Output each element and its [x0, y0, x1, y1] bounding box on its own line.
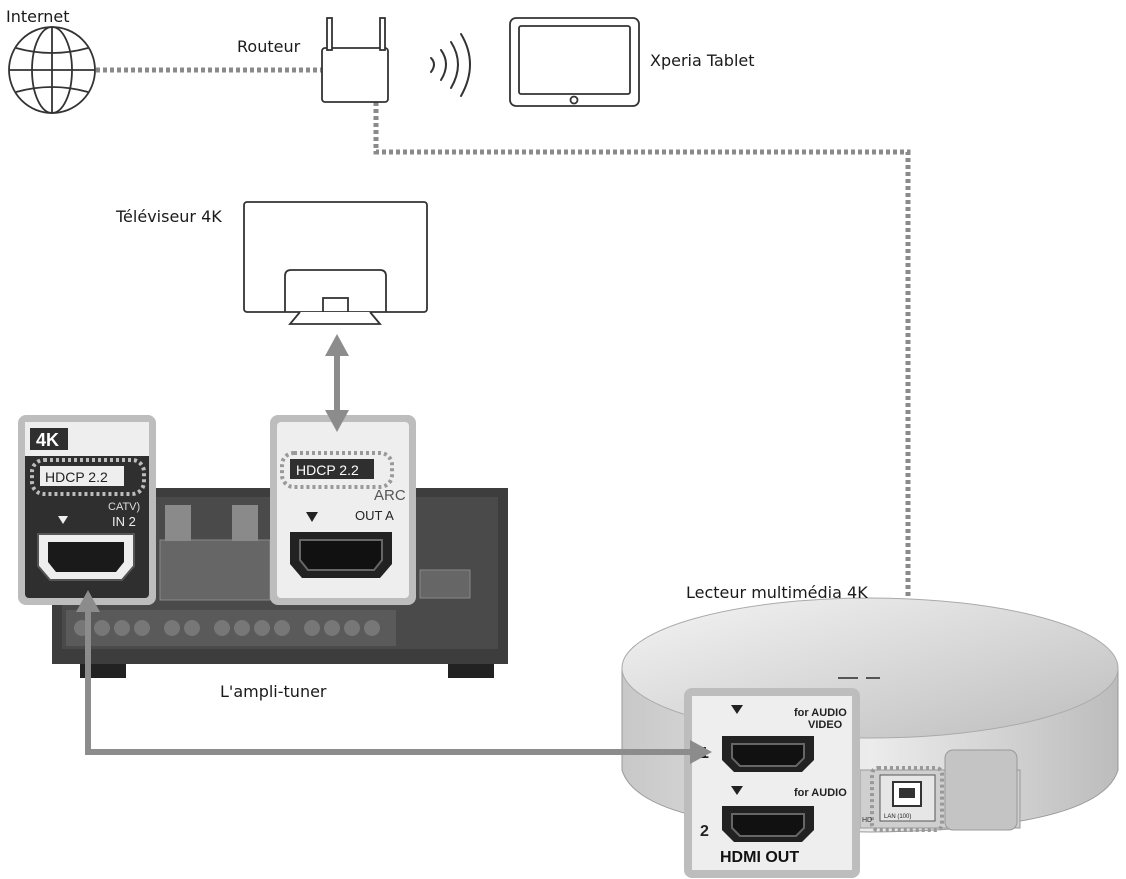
receiver-input-catv: CATV) [108, 501, 140, 513]
receiver-output-arc: ARC [374, 487, 406, 504]
internet-label: Internet [6, 7, 70, 26]
player-arrow-right-icon [690, 740, 712, 764]
receiver-output-panel: HDCP 2.2 ARC OUT A [270, 415, 416, 605]
player-hdmi-panel: for AUDIO VIDEO 1 for AUDIO 2 HDMI OUT [684, 688, 860, 878]
hd-label: HD [862, 817, 872, 824]
tv-arrow-up-icon [325, 334, 349, 356]
player-label: Lecteur multimédia 4K [686, 583, 868, 602]
player-port2-number: 2 [700, 823, 709, 840]
tv-icon [243, 201, 428, 325]
receiver-input-arrow-icon [58, 516, 68, 524]
router-player-lan-cable [373, 102, 911, 778]
player-port1-label-b: VIDEO [808, 719, 843, 731]
router-label: Routeur [237, 37, 301, 56]
receiver-output-port-label: OUT A [355, 508, 394, 523]
receiver-arrow-up-icon [76, 590, 100, 612]
player-port1-arrow-icon [731, 705, 743, 714]
player-hdmi-out-title: HDMI OUT [720, 849, 799, 866]
hdmi-cables [85, 352, 690, 755]
receiver-output-hdcp: HDCP 2.2 [296, 462, 359, 478]
receiver-arrow-down-icon [325, 410, 349, 432]
lan-port: LAN (100) HD [862, 766, 944, 832]
receiver-input-panel: 4K HDCP 2.2 CATV) IN 2 [18, 415, 156, 605]
tablet-label: Xperia Tablet [650, 51, 755, 70]
hdmi-arrowheads [76, 334, 712, 764]
receiver-output-arrow-icon [306, 512, 318, 522]
receiver-input-badge: 4K [36, 430, 59, 450]
receiver-input-port-label: IN 2 [112, 514, 136, 529]
internet-globe-icon [8, 26, 96, 114]
tv-label: Téléviseur 4K [115, 207, 222, 226]
network-cables [96, 67, 911, 778]
receiver-player-hdmi-cable [85, 610, 690, 755]
router-icon [321, 17, 389, 103]
wifi-waves-icon [430, 33, 471, 97]
receiver-label: L'ampli-tuner [220, 682, 327, 701]
player-port2-arrow-icon [731, 786, 743, 795]
tablet-icon [509, 17, 640, 107]
lan-port-label: LAN (100) [884, 814, 911, 820]
player-port1-label-a: for AUDIO [794, 707, 847, 719]
receiver-input-hdcp: HDCP 2.2 [45, 469, 108, 485]
player-port2-label: for AUDIO [794, 787, 847, 799]
